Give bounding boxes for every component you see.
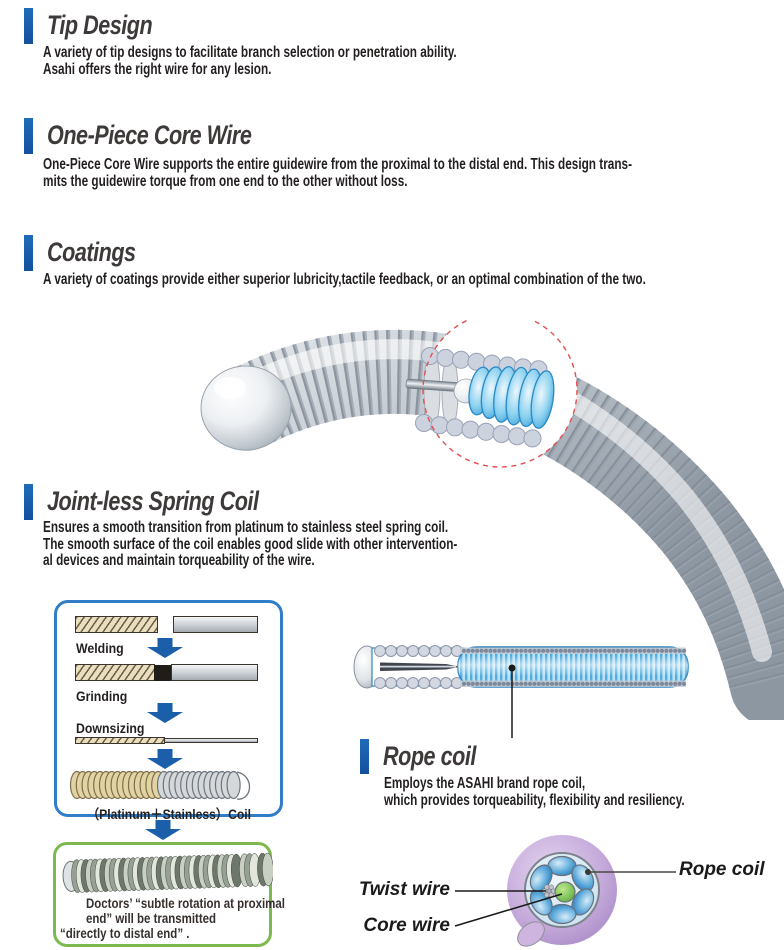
section-body-rope-coil: Employs the ASAHI brand rope coil, which…: [384, 775, 685, 809]
accent-bar: [24, 235, 33, 271]
jacket-blob: [517, 921, 545, 947]
accent-bar: [24, 118, 33, 154]
welded-stainless-bar: [171, 664, 258, 681]
section-title-one-piece-core-wire: One-Piece Core Wire: [47, 120, 252, 150]
coil-photo: [62, 852, 273, 893]
tip-coil-beads: [374, 645, 463, 689]
label-rope-coil: Rope coil: [679, 859, 765, 880]
coil-caption: （Platinum＋Stainless）Coil: [86, 807, 252, 822]
rope-coil-tip-diagram: [353, 645, 689, 738]
section-title-tip-design: Tip Design: [47, 10, 153, 40]
downsized-platinum-bar: [75, 737, 165, 744]
guidewire-illustration: [200, 320, 784, 720]
step-label-grinding: Grinding: [76, 688, 128, 704]
accent-bar: [360, 739, 369, 774]
section-body-one-piece-core-wire: One-Piece Core Wire supports the entire …: [43, 156, 632, 190]
step-label-downsizing: Downsizing: [76, 720, 145, 736]
rope-coil-cross-section: [454, 835, 676, 947]
core-wire-circle: [554, 881, 576, 903]
cutaway-blue-coil: [468, 366, 555, 429]
guidewire-tip-dome: [200, 365, 292, 451]
pointer-line: [508, 664, 516, 738]
accent-bar: [24, 484, 33, 520]
stainless-bar: [173, 616, 258, 633]
result-box: Doctors’ “subtle rotation at proximal en…: [53, 842, 285, 947]
section-title-jointless-spring-coil: Joint-less Spring Coil: [47, 486, 259, 516]
downsized-stainless-bar: [164, 738, 258, 743]
platinum-bar: [75, 616, 158, 633]
section-title-rope-coil: Rope coil: [383, 741, 476, 771]
down-arrow-icon: [147, 703, 183, 723]
twisted-core-wire: [380, 662, 460, 671]
rope-coil-shading: [458, 647, 688, 687]
result-text-line: Doctors’ “subtle rotation at proximal: [86, 896, 285, 911]
section-title-coatings: Coatings: [47, 237, 136, 267]
down-arrow-icon: [145, 820, 181, 840]
section-body-tip-design: A variety of tip designs to facilitate b…: [43, 44, 457, 78]
section-body-coatings: A variety of coatings provide either sup…: [43, 271, 646, 288]
label-lines: [454, 869, 676, 927]
welded-platinum-bar: [75, 664, 155, 681]
weld-joint: [154, 664, 172, 681]
magnified-region-ring: [422, 320, 578, 468]
result-text-line: end” will be transmitted: [86, 911, 217, 926]
label-core-wire: Core wire: [363, 915, 450, 936]
rope-coil-strands: [529, 855, 595, 925]
accent-bar: [24, 8, 33, 44]
platinum-stainless-coil-drawing: [69, 770, 251, 800]
result-text-line: “directly to distal end” .: [60, 926, 190, 941]
rope-coil-bead-texture: [460, 647, 687, 687]
label-twist-wire: Twist wire: [358, 879, 450, 900]
down-arrow-icon: [147, 638, 183, 658]
down-arrow-icon: [147, 749, 183, 769]
section-body-jointless-spring-coil: Ensures a smooth transition from platinu…: [43, 519, 458, 569]
step-label-welding: Welding: [76, 640, 124, 656]
coil-process-diagram-box: Welding Grinding Downsizing （Platinum＋St…: [54, 600, 283, 822]
spring-coil-tube: [204, 329, 784, 720]
